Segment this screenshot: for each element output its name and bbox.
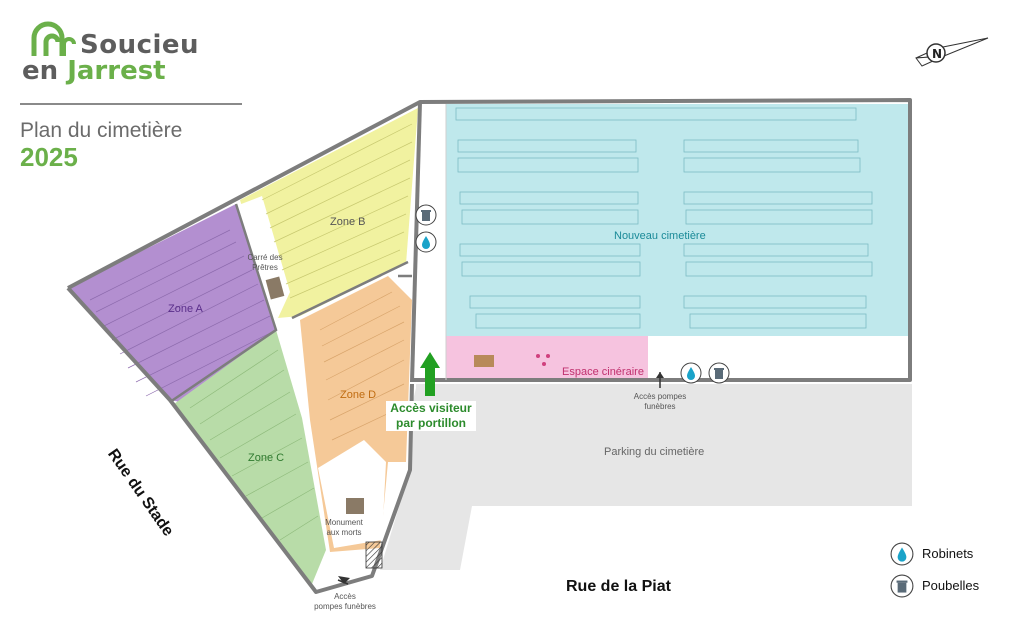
cineraire-dots [536, 354, 550, 366]
svg-text:N: N [932, 47, 942, 61]
acces-pf-bottom-label: Accès pompes funèbres [300, 592, 390, 612]
logo-line2-part2: Jarrest [67, 56, 166, 86]
monument-label-1: Monument [325, 518, 363, 527]
inner-walls [169, 203, 412, 404]
water-tap-icon [415, 231, 437, 253]
zone-c-label: Zone C [248, 452, 285, 464]
nouveau-label: Nouveau cimetière [614, 230, 706, 242]
hatched-area [365, 541, 383, 569]
parking-area [380, 384, 912, 570]
visitor-access-label: Accès visiteur par portillon [386, 401, 476, 431]
trash-icon [415, 204, 437, 226]
nouveau-plots [455, 107, 873, 329]
legend-trash-icon [890, 574, 914, 598]
logo-line2: en Jarrest [22, 56, 166, 86]
page-title: Plan du cimetière [20, 119, 183, 142]
logo-line2-part1: en [22, 56, 68, 86]
visitor-access-1: Accès visiteur [390, 401, 472, 415]
visitor-arrow-icon [420, 352, 440, 396]
zone-d-plots [319, 291, 405, 441]
acces-pf-right-1: Accès pompes [633, 392, 687, 401]
zone-b-plots [261, 123, 413, 299]
zone-a-label: Zone A [168, 303, 203, 315]
zone-a-area [68, 204, 276, 402]
acces-pf-bottom-1: Accès [334, 592, 356, 601]
legend: Robinets Poubelles [890, 540, 1010, 604]
zone-c-plots [189, 349, 319, 541]
zone-d-label: Zone D [340, 389, 377, 401]
legend-poubelles: Poubelles [922, 578, 980, 593]
legend-robinets: Robinets [922, 546, 974, 561]
monument-building [346, 498, 364, 514]
title-divider [20, 103, 242, 105]
rue-de-la-piat-label: Rue de la Piat [566, 578, 671, 595]
zone-b-label: Zone B [330, 216, 366, 228]
zone-d-path [318, 440, 386, 548]
carre-label-1: Carré des [247, 253, 283, 262]
acces-pf-right-label: Accès pompes funèbres [618, 392, 702, 412]
logo-line1: Soucieu [80, 30, 200, 60]
carre-label-2: Prêtres [252, 263, 278, 272]
visitor-access-2: par portillon [396, 416, 466, 430]
acces-pf-bottom-2: pompes funèbres [314, 602, 376, 611]
zone-a-plots [89, 229, 273, 397]
monument-label-2: aux morts [326, 528, 362, 537]
compass-icon: N [915, 37, 989, 67]
page-year: 2025 [20, 142, 78, 172]
trash-icon [708, 362, 730, 384]
logo-arch-icon [31, 21, 76, 56]
monument-label: Monument aux morts [318, 518, 370, 538]
zone-b-area [240, 108, 418, 318]
carre-label: Carré des Prêtres [240, 253, 290, 273]
logo: Soucieu en Jarrest [22, 20, 202, 90]
nouveau-cimetiere-area [446, 104, 910, 336]
water-tap-icon [680, 362, 702, 384]
acces-pf-right-2: funèbres [644, 402, 676, 411]
parking-label: Parking du cimetière [604, 446, 705, 458]
cineraire-structure [474, 355, 494, 367]
carre-building [265, 276, 285, 300]
legend-water-icon [890, 542, 914, 566]
cineraire-label: Espace cinéraire [562, 366, 644, 378]
